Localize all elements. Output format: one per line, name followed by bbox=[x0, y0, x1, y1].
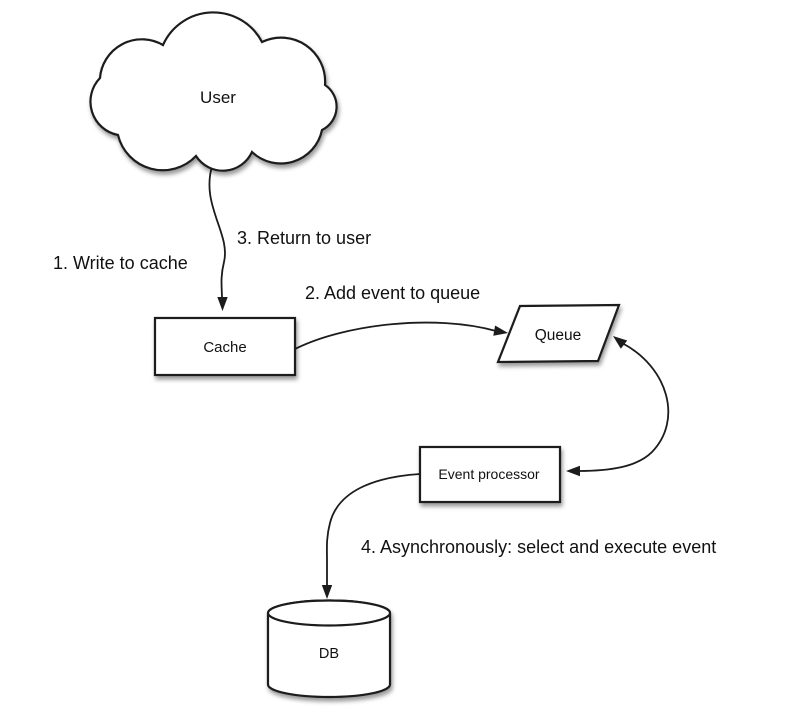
arrowhead-into-event-processor bbox=[566, 465, 580, 477]
cache-box bbox=[153, 316, 297, 377]
event-processor-box bbox=[418, 445, 562, 504]
queue-label: Queue bbox=[535, 327, 582, 344]
user-cloud-shape bbox=[89, 11, 338, 172]
labels: User Cache Queue Event processor DB 1. W… bbox=[53, 88, 716, 662]
step4-annotation: 4. Asynchronously: select and execute ev… bbox=[361, 537, 716, 557]
db-cylinder-rim bbox=[266, 599, 392, 627]
queue-parallelogram bbox=[496, 303, 621, 364]
arrowhead-into-db bbox=[321, 585, 333, 599]
edge-event-processor-to-db bbox=[325, 473, 421, 587]
db-label: DB bbox=[319, 646, 339, 662]
arrowhead-into-queue-left bbox=[493, 325, 508, 336]
step1-annotation: 1. Write to cache bbox=[53, 253, 188, 273]
cache-label: Cache bbox=[203, 339, 246, 356]
edge-cache-to-queue bbox=[294, 321, 497, 350]
step2-annotation: 2. Add event to queue bbox=[305, 283, 480, 303]
arrowhead-into-cache bbox=[217, 297, 228, 311]
edge-user-to-cache bbox=[208, 162, 226, 300]
edges bbox=[208, 162, 670, 599]
edge-queue-event-processor bbox=[577, 342, 670, 472]
user-label: User bbox=[200, 88, 236, 107]
step3-annotation: 3. Return to user bbox=[237, 228, 371, 248]
nodes bbox=[89, 11, 621, 699]
arrowhead-into-queue-right bbox=[613, 336, 628, 349]
event-processor-label: Event processor bbox=[438, 466, 539, 482]
